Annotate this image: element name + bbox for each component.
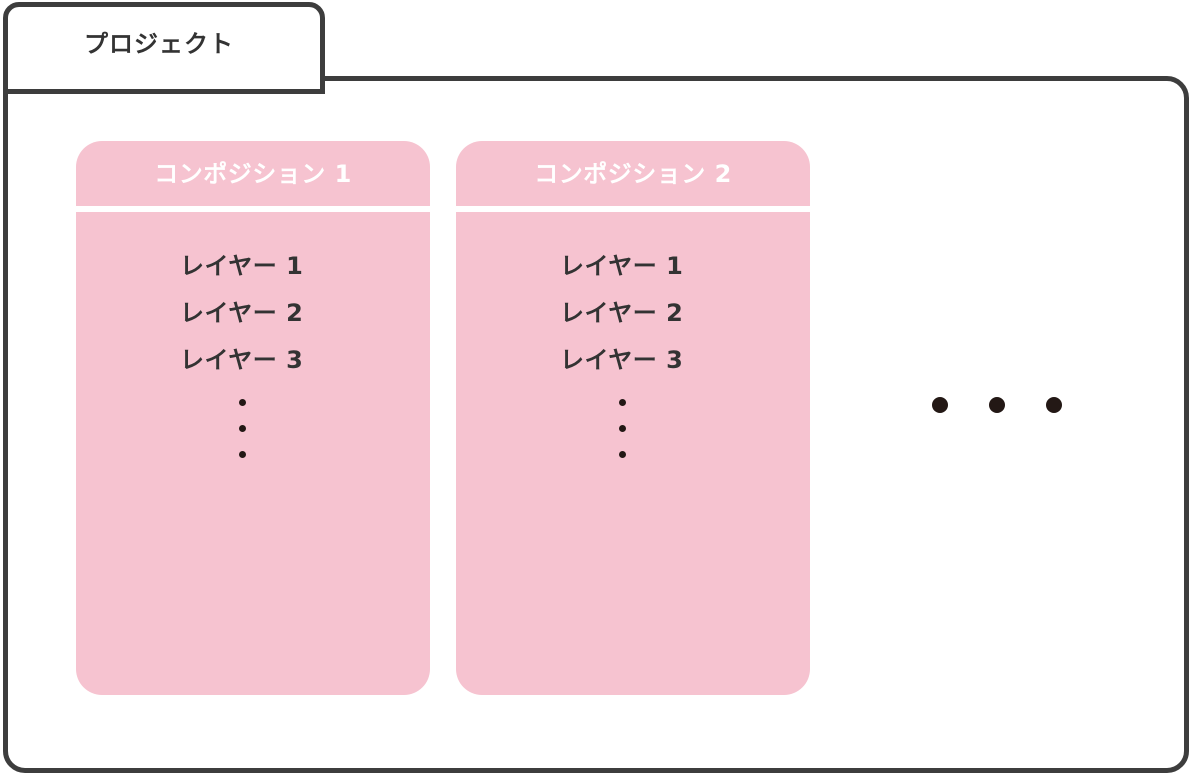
composition-2: コンポジション 2 レイヤー 1 レイヤー 2 レイヤー 3 — [456, 141, 810, 695]
layer-item: レイヤー 1 — [560, 252, 684, 280]
layer-item: レイヤー 3 — [180, 346, 304, 374]
more-layers-ellipsis — [239, 399, 247, 463]
ellipsis-dot — [989, 397, 1005, 413]
layer-list: レイヤー 1 レイヤー 2 レイヤー 3 — [180, 254, 303, 395]
ellipsis-dot — [932, 397, 948, 413]
composition-divider — [76, 206, 430, 212]
layer-item: レイヤー 3 — [560, 346, 684, 374]
ellipsis-dot — [619, 451, 626, 458]
composition-1: コンポジション 1 レイヤー 1 レイヤー 2 レイヤー 3 — [76, 141, 430, 695]
composition-title: コンポジション 1 — [154, 159, 352, 188]
ellipsis-dot — [1046, 397, 1062, 413]
ellipsis-dot — [619, 425, 626, 432]
composition-title: コンポジション 2 — [534, 159, 732, 188]
layer-item: レイヤー 2 — [560, 299, 684, 327]
project-tab-label: プロジェクト — [84, 30, 234, 58]
composition-divider — [456, 206, 810, 212]
layer-list: レイヤー 1 レイヤー 2 レイヤー 3 — [560, 254, 683, 395]
layer-item: レイヤー 2 — [180, 299, 304, 327]
project-tab: プロジェクト — [3, 2, 325, 94]
layer-item: レイヤー 1 — [180, 252, 304, 280]
ellipsis-dot — [239, 451, 246, 458]
ellipsis-dot — [619, 399, 626, 406]
more-layers-ellipsis — [619, 399, 627, 463]
ellipsis-dot — [239, 425, 246, 432]
ellipsis-dot — [239, 399, 246, 406]
